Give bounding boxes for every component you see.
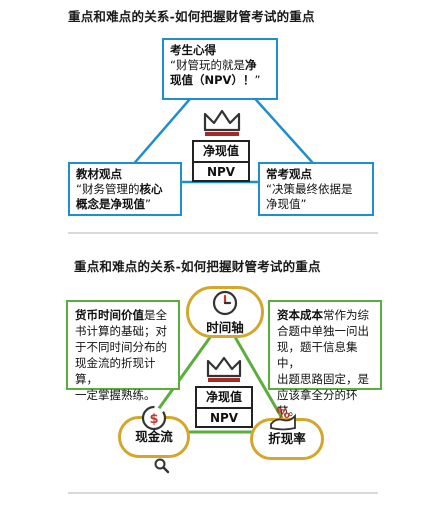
npv-label-cn: 净现值 bbox=[205, 390, 242, 404]
right-box-title: 常考观点 bbox=[266, 167, 312, 181]
svg-text:$: $ bbox=[149, 412, 158, 427]
left-box-line2: 概念是净现值” bbox=[76, 197, 151, 211]
right-box-line1: “决策最终依据是 bbox=[266, 182, 353, 196]
percent-icon: % bbox=[270, 406, 296, 431]
right-box-l3: 出题思路固定，是 bbox=[277, 372, 369, 386]
top-box-line1: “财管玩的就是净 bbox=[170, 58, 257, 72]
left-box-l1: 书计算的基础；对 bbox=[75, 324, 167, 338]
left-box-l2: 于不同时间分布的 bbox=[75, 340, 167, 354]
section2-left-box: 货币时间价值是全 书计算的基础；对 于不同时间分布的 现金流的折现计算， 一定掌… bbox=[66, 300, 180, 402]
section2-right-box: 资本成本常作为综 合题中单独一问出 现，题干信息集中， 出题思路固定，是 应该拿… bbox=[268, 300, 382, 418]
top-box-line2: 现值（NPV）！” bbox=[170, 73, 261, 87]
section1-divider bbox=[68, 232, 378, 234]
left-box-title: 教材观点 bbox=[76, 167, 122, 181]
crown-icon bbox=[203, 109, 241, 136]
cash-flow-label: 现金流 bbox=[135, 429, 173, 444]
right-box-line0: 资本成本常作为综 bbox=[277, 308, 369, 322]
dollar-icon: $ bbox=[141, 405, 167, 431]
right-box-l4: 应该拿全分的环节。 bbox=[277, 388, 358, 418]
left-box-line0: 货币时间价值是全 bbox=[75, 308, 167, 322]
crown-icon bbox=[206, 356, 242, 382]
section1-npv-box: 净现值 NPV bbox=[192, 140, 250, 182]
section1-left-box: 教材观点 “财务管理的核心 概念是净现值” bbox=[68, 162, 182, 216]
clock-icon bbox=[212, 290, 238, 316]
section1-right-box: 常考观点 “决策最终依据是 净现值” bbox=[258, 162, 374, 216]
time-axis-label: 时间轴 bbox=[206, 320, 244, 335]
section1-diagram: 考生心得 “财管玩的就是净 现值（NPV）！” 净现值 NPV 教材观点 “财务… bbox=[0, 0, 444, 230]
section1-heading: 重点和难点的关系-如何把握财管考试的重点 bbox=[68, 9, 315, 24]
svg-text:%: % bbox=[276, 406, 290, 422]
discount-rate-label: 折现率 bbox=[268, 431, 306, 446]
right-box-l1: 合题中单独一问出 bbox=[277, 324, 369, 338]
top-box-title: 考生心得 bbox=[170, 43, 216, 57]
section1-triangle bbox=[115, 60, 333, 184]
section2-divider bbox=[68, 492, 378, 494]
magnifier-icon bbox=[154, 458, 170, 474]
left-box-l3: 现金流的折现计算， bbox=[75, 356, 156, 386]
left-box-l4: 一定掌握熟练。 bbox=[75, 388, 156, 402]
npv-label-cn: 净现值 bbox=[202, 144, 239, 158]
npv-label-en: NPV bbox=[194, 161, 248, 182]
left-box-line1: “财务管理的核心 bbox=[76, 182, 163, 196]
section2-heading: 重点和难点的关系-如何把握财管考试的重点 bbox=[74, 259, 321, 274]
npv-label-en: NPV bbox=[197, 407, 251, 428]
right-box-l2: 现，题干信息集中， bbox=[277, 340, 358, 370]
section2-npv-box: 净现值 NPV bbox=[195, 386, 253, 428]
section1-top-box: 考生心得 “财管玩的就是净 现值（NPV）！” bbox=[162, 38, 278, 100]
right-box-line2: 净现值” bbox=[266, 197, 307, 211]
